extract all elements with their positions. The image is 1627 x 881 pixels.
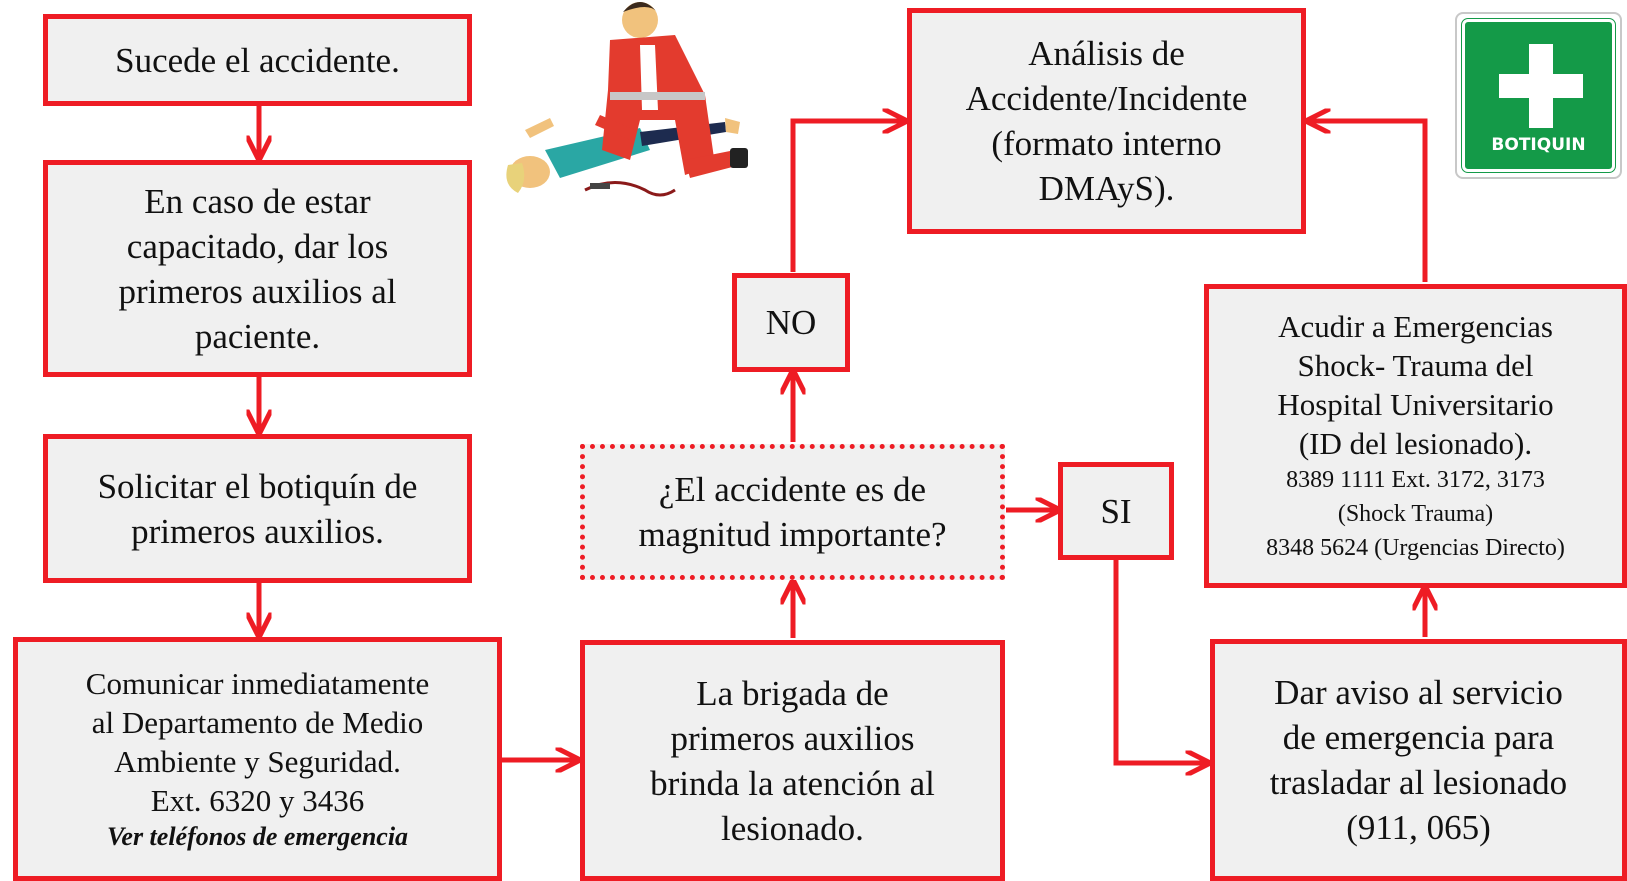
node-line: Hospital Universitario (1277, 387, 1554, 422)
arrow-no-to-analisis (790, 121, 905, 272)
node-line: brinda la atención al (650, 763, 935, 803)
node-line: capacitado, dar los (126, 226, 389, 266)
node-line: magnitud importante? (638, 515, 947, 554)
node-incident-analysis: Análisis de Accidente/Incidente (formato… (907, 8, 1306, 234)
arrow-si-to-aviso (1113, 560, 1208, 763)
node-line: Comunicar inmediatamente (85, 666, 430, 701)
node-line: DMAyS). (1038, 169, 1175, 208)
label-no-text: NO (765, 303, 817, 342)
emergency-phones-note: Ver teléfonos de emergencia (106, 822, 409, 851)
label-si-text: SI (1100, 491, 1132, 531)
label-si: SI (1058, 462, 1174, 560)
paramedic-assisting-patient-image (506, 2, 748, 197)
node-line: Acudir a Emergencias (1278, 309, 1553, 344)
node-notify-emergency-service: Dar aviso al servicio de emergencia para… (1210, 639, 1627, 881)
node-request-first-aid-kit: Solicitar el botiquín de primeros auxili… (43, 434, 472, 583)
node-line: Ambiente y Seguridad. (114, 744, 401, 779)
node-line: primeros auxilios (670, 718, 915, 758)
first-aid-cross-icon-bar (1499, 74, 1583, 98)
node-line: En caso de estar (144, 181, 371, 221)
node-line: trasladar al lesionado (1269, 763, 1568, 802)
decision-accident-magnitude: ¿El accidente es de magnitud importante? (580, 444, 1005, 580)
node-brigade-attends: La brigada de primeros auxilios brinda l… (580, 640, 1005, 881)
node-accident-occurs: Sucede el accidente. (43, 14, 472, 106)
node-line: Accidente/Incidente (965, 79, 1248, 118)
node-line: de emergencia para (1282, 718, 1555, 757)
node-line: Solicitar el botiquín de (97, 466, 418, 506)
phone-line: 8348 5624 (Urgencias Directo) (1266, 535, 1565, 561)
node-line: La brigada de (696, 673, 889, 713)
phone-line: 8389 1111 Ext. 3172, 3173 (1286, 467, 1545, 493)
node-line: Dar aviso al servicio (1274, 673, 1563, 712)
node-line: primeros auxilios. (131, 511, 384, 551)
node-line: al Departamento de Medio (91, 705, 424, 740)
node-line: lesionado. (721, 808, 864, 848)
first-aid-kit-sign: BOTIQUIN (1455, 12, 1622, 179)
node-line: (ID del lesionado). (1298, 426, 1533, 461)
label-no: NO (732, 273, 850, 372)
kit-sign-label: BOTIQUIN (1491, 135, 1586, 155)
node-line: (911, 065) (1346, 808, 1491, 847)
node-line: (formato interno (991, 124, 1222, 163)
node-line: primeros auxilios al (118, 271, 397, 311)
node-notify-department: Comunicar inmediatamente al Departamento… (13, 637, 502, 881)
node-accident-occurs-text: Sucede el accidente. (115, 40, 400, 80)
node-line: paciente. (194, 316, 321, 356)
node-line: Ext. 6320 y 3436 (150, 783, 365, 818)
node-give-first-aid: En caso de estar capacitado, dar los pri… (43, 160, 472, 377)
node-line: ¿El accidente es de (658, 470, 927, 509)
phone-line: (Shock Trauma) (1337, 501, 1494, 527)
node-line: Shock- Trauma del (1297, 348, 1534, 383)
node-go-to-emergency-hospital: Acudir a Emergencias Shock- Trauma del H… (1204, 284, 1627, 588)
kit-sign-panel: BOTIQUIN (1461, 18, 1616, 173)
node-line: Análisis de (1028, 34, 1185, 73)
arrow-emergencias-to-analisis (1308, 121, 1428, 282)
